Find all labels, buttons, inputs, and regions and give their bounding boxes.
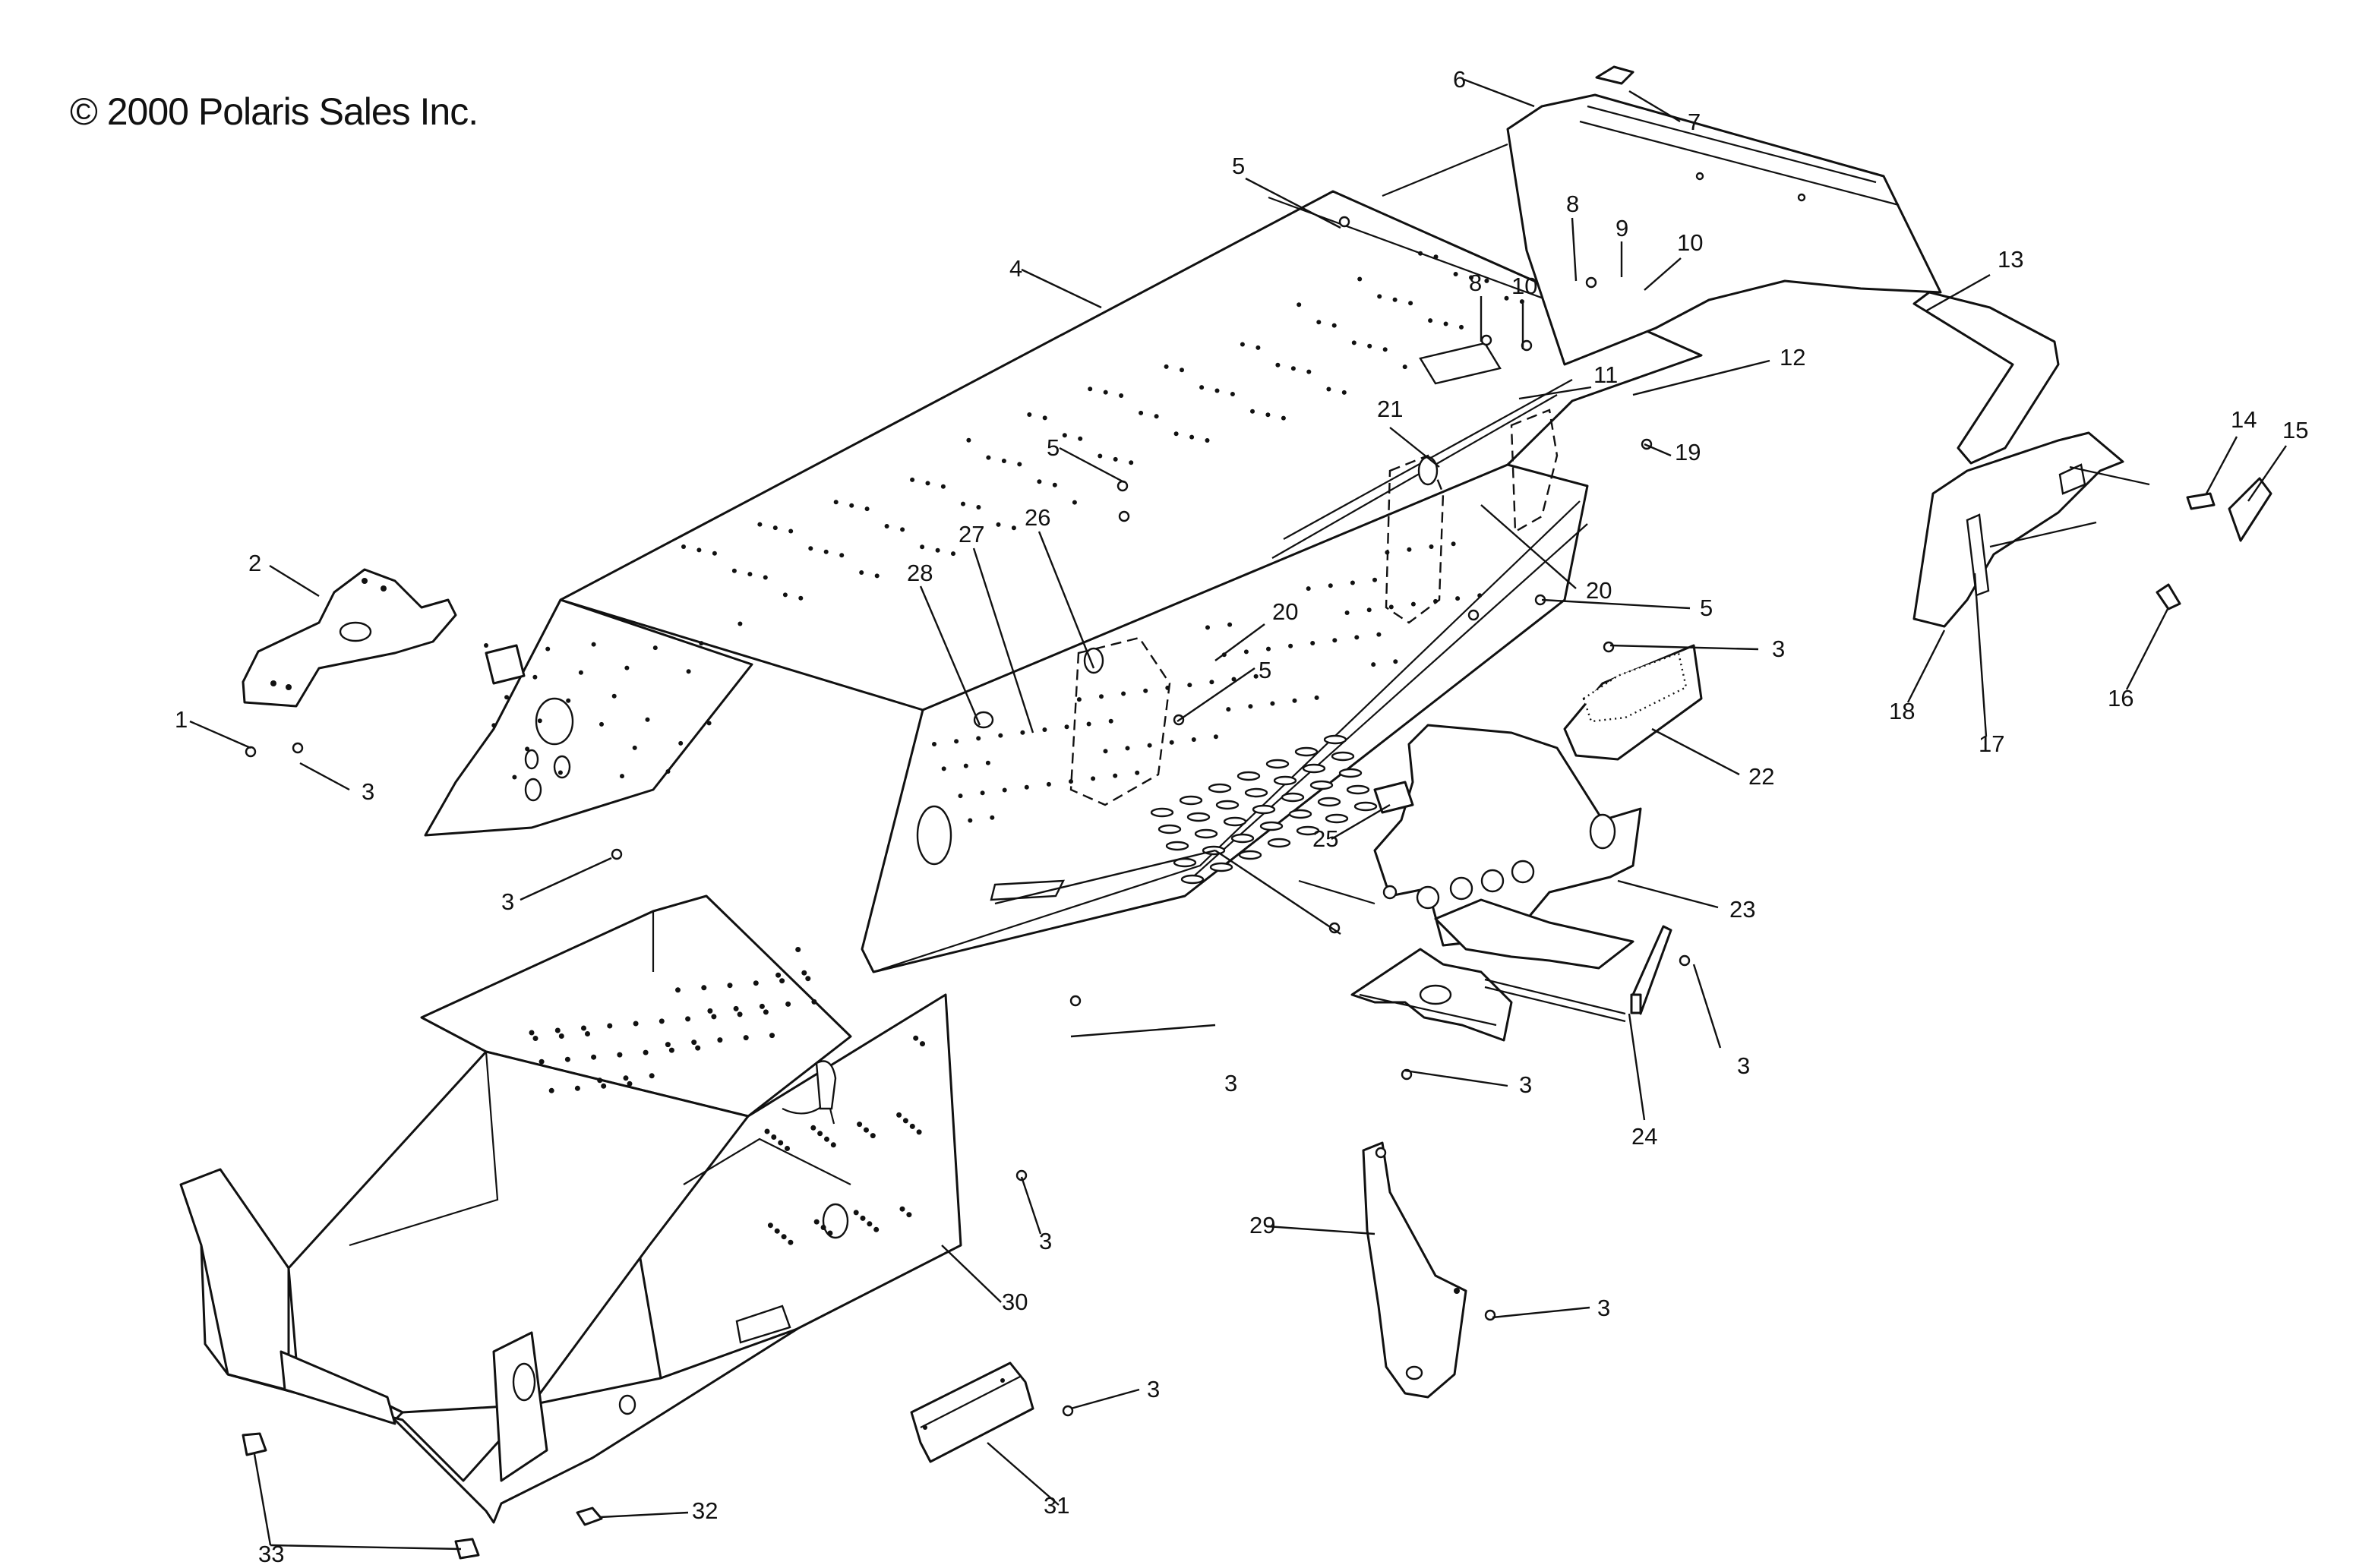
tunnel-front-vent [990, 879, 1065, 901]
callout-26: 26 [1025, 504, 1050, 531]
rear-flap [1382, 93, 1942, 366]
callout-10a: 10 [1677, 229, 1703, 256]
callout-23: 23 [1729, 896, 1755, 923]
grommet-33b [454, 1538, 480, 1560]
callout-32: 32 [692, 1497, 718, 1524]
threaded-stud [1373, 781, 1414, 814]
callout-16: 16 [2108, 685, 2133, 711]
callout-25: 25 [1312, 825, 1338, 852]
side-bracket [1385, 454, 1445, 624]
bulkhead-side-hole [822, 1203, 849, 1239]
tunnel-rear-rail [873, 500, 1581, 973]
callout-3b: 3 [501, 888, 514, 915]
tunnel-latch-plate-left [1419, 342, 1502, 385]
tunnel-left-side-panel [424, 598, 753, 837]
callout-27: 27 [959, 521, 984, 547]
copyright-notice: © 2000 Polaris Sales Inc. [70, 90, 478, 133]
snow-flap [1506, 93, 1942, 366]
callout-3e: 3 [1737, 1052, 1750, 1079]
callout-6: 6 [1453, 66, 1466, 93]
tie-16 [2156, 583, 2181, 610]
callout-9: 9 [1616, 215, 1628, 241]
footrest-assembly [1298, 644, 1703, 1042]
steering-bracket [242, 568, 457, 708]
callout-13: 13 [1998, 246, 2023, 273]
callout-33: 33 [258, 1541, 284, 1567]
tunnel-right-hole [916, 805, 952, 866]
callout-1: 1 [175, 706, 188, 733]
callout-4: 4 [1009, 255, 1022, 282]
callout-labels: 1 2 3 3 3 3 3 3 3 3 3 4 5 5 5 5 6 7 8 8 … [175, 66, 2308, 1567]
tunnel-right-side-panel [861, 463, 1589, 973]
callout-17: 17 [1979, 730, 2004, 757]
callout-5a: 5 [1232, 153, 1245, 179]
callout-leaders [189, 78, 2287, 1551]
bulkhead-rivet-holes [529, 947, 925, 1245]
callout-29: 29 [1249, 1212, 1275, 1238]
callout-24: 24 [1631, 1123, 1657, 1150]
callout-20a: 20 [1272, 598, 1298, 625]
callout-8a: 8 [1566, 191, 1579, 217]
callout-3h: 3 [1147, 1376, 1160, 1402]
tunnel-rear-rail-lower [1188, 523, 1588, 882]
grab-bar [1912, 291, 2060, 465]
running-board-bracket [1373, 724, 1642, 947]
callout-11: 11 [1593, 361, 1618, 388]
callout-3g: 3 [1039, 1228, 1052, 1254]
fasteners [242, 65, 2272, 1560]
hanger-bracket [1362, 1141, 1467, 1399]
bulkhead-frame [179, 894, 962, 1524]
callout-3a: 3 [362, 778, 374, 805]
tunnel-left-hole [535, 697, 574, 746]
callout-22: 22 [1748, 763, 1774, 790]
tunnel-cross-tube [485, 644, 526, 685]
grommet-33a [242, 1432, 267, 1456]
callout-3i: 3 [1597, 1295, 1610, 1321]
reinforcement-plate [1069, 636, 1171, 806]
callout-7: 7 [1688, 109, 1701, 135]
callout-30: 30 [1002, 1289, 1028, 1315]
callout-10b: 10 [1511, 273, 1537, 299]
rear-bumper-plate [1912, 431, 2150, 628]
callout-21: 21 [1377, 396, 1403, 422]
callout-18: 18 [1889, 698, 1915, 724]
callout-19: 19 [1675, 439, 1701, 465]
callout-3f: 3 [1772, 636, 1785, 662]
tunnel-rivet-holes [484, 251, 1524, 823]
callout-5d: 5 [1700, 595, 1713, 621]
callout-20b: 20 [1586, 577, 1612, 604]
callout-12: 12 [1780, 344, 1805, 371]
cap-15 [2228, 477, 2272, 542]
callout-15: 15 [2282, 417, 2308, 443]
callout-3d: 3 [1519, 1071, 1532, 1098]
tunnel-assembly [424, 190, 1703, 973]
tunnel-grille [1150, 734, 1378, 885]
callout-2: 2 [248, 550, 261, 576]
callout-28: 28 [907, 560, 933, 586]
callout-8b: 8 [1469, 270, 1482, 296]
callout-14: 14 [2231, 406, 2257, 433]
callout-31: 31 [1044, 1492, 1069, 1519]
pin-32 [576, 1506, 603, 1526]
small-angle-bracket [910, 1361, 1034, 1463]
callout-5b: 5 [1047, 434, 1060, 461]
callout-5c: 5 [1259, 657, 1271, 683]
plug-7 [1595, 65, 1634, 85]
bulkhead-left-upright [179, 1168, 404, 1421]
bolt-14 [2186, 492, 2216, 510]
callout-3c: 3 [1224, 1070, 1237, 1096]
